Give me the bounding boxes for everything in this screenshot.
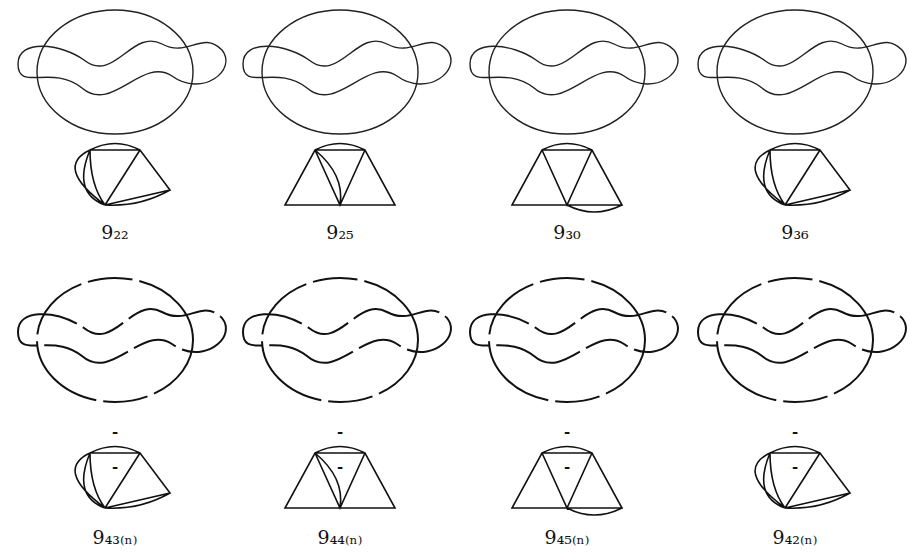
knot-9-44 [243,278,451,508]
knot-number: 9₂₂ [101,221,128,243]
sign-mark: - [337,423,343,441]
sign-mark: - [792,458,798,476]
sign-mark: - [564,458,570,476]
sign-mark: - [337,458,343,476]
knot-9-43 [18,278,226,508]
knot-number: 9₃₆ [781,221,808,243]
knot-9-36 [698,10,906,205]
sign-mark: - [564,423,570,441]
sign-mark: - [792,423,798,441]
sign-mark: - [112,458,118,476]
sign-mark: - [112,423,118,441]
knot-number: 9₄₂₍ₙ₎ [773,526,818,548]
knot-number: 9₄₃₍ₙ₎ [93,526,138,548]
knot-number: 9₄₄₍ₙ₎ [318,526,363,548]
knot-9-25 [243,10,451,205]
knot-9-42 [698,278,906,508]
knot-number: 9₃₀ [553,221,580,243]
knot-9-45 [470,278,678,515]
knot-9-22 [18,10,226,205]
knot-number: 9₂₅ [326,221,353,243]
knot-9-30 [470,10,678,212]
knot-number: 9₄₅₍ₙ₎ [545,526,590,548]
